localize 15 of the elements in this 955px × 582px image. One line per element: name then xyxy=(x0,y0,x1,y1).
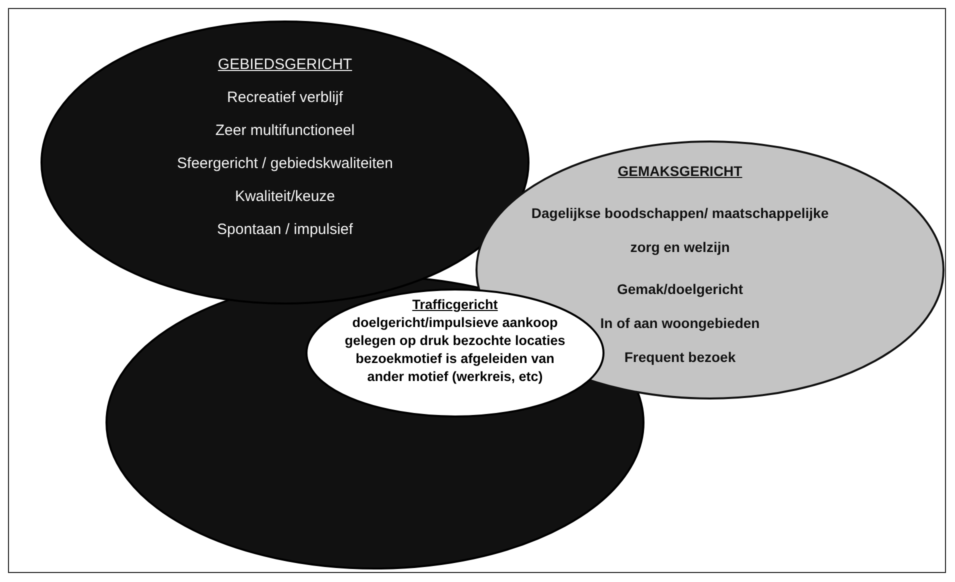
feature-text: gelegen op druk bezochte locaties xyxy=(344,332,566,350)
feature-text: Dagelijkse boodschappen/ maatschappelijke zorg en welzijn xyxy=(530,204,830,257)
feature-text: bezoekmotief is afgeleiden van ander motief (werkreis, etc) xyxy=(354,350,556,386)
feature-text: In of aan woongebieden xyxy=(600,314,760,332)
feature-text: Sfeergericht / gebiedskwaliteiten xyxy=(177,155,393,173)
feature-text: doelgericht/impulsieve aankoop xyxy=(352,314,558,332)
category-heading: GEBIEDSGERICHT xyxy=(218,56,352,74)
feature-text: Recreatief verblijf xyxy=(227,89,343,107)
feature-text: Kwaliteit/keuze xyxy=(234,188,336,206)
feature-text: Gemak/doelgericht xyxy=(616,280,744,298)
feature-text: Spontaan / impulsief xyxy=(217,221,353,239)
category-heading: Trafficgericht xyxy=(412,296,498,314)
feature-text: Frequent bezoek xyxy=(624,348,736,366)
feature-text: Zeer multifunctioneel xyxy=(215,122,355,140)
category-heading: GEMAKSGERICHT xyxy=(618,162,742,180)
